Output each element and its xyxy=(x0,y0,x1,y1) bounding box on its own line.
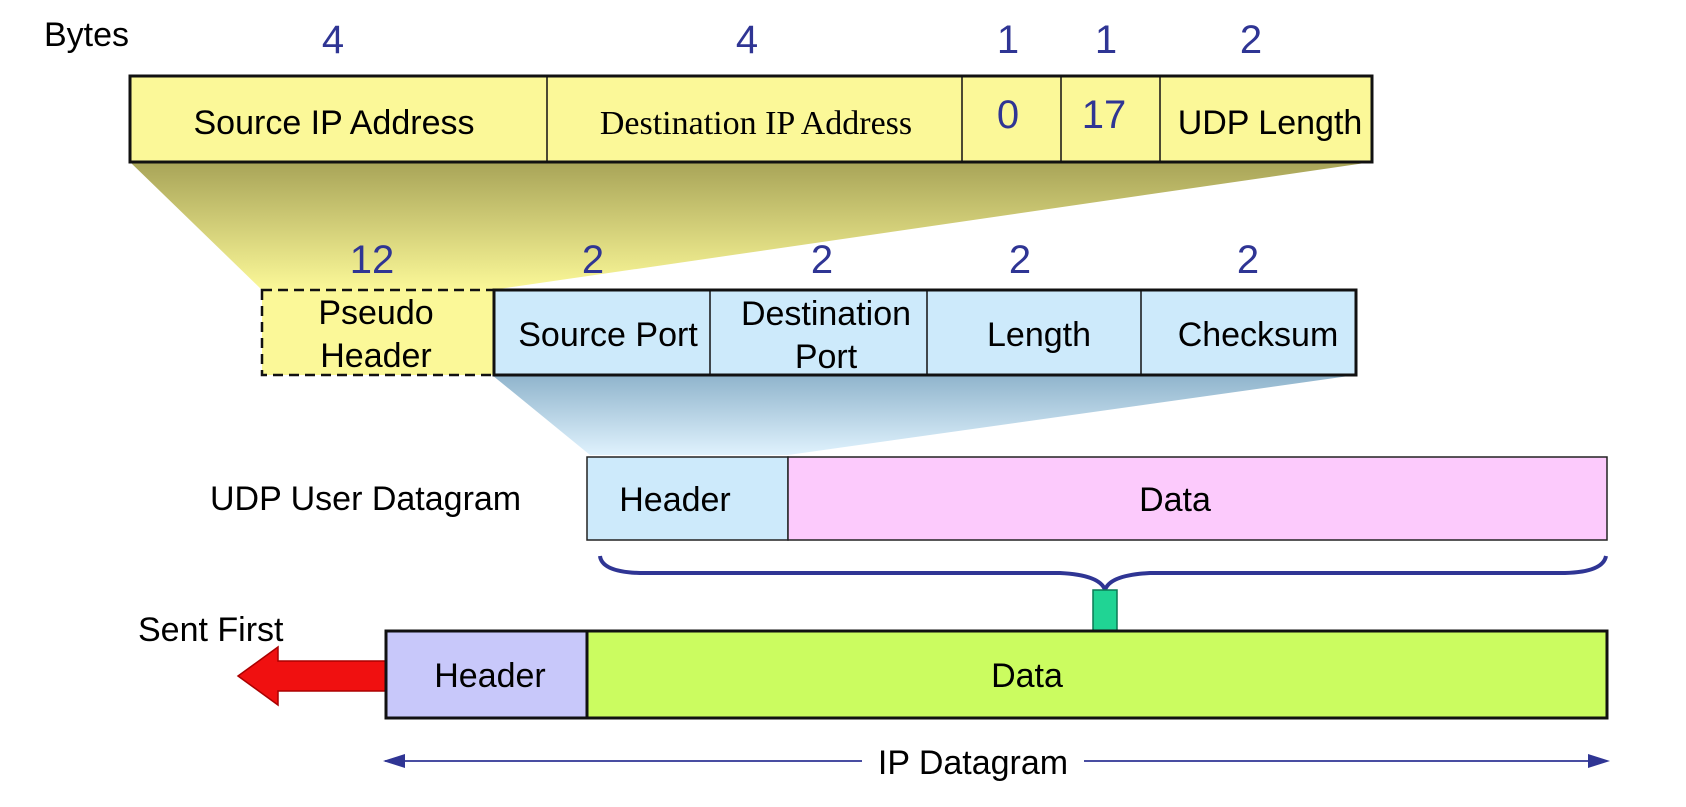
udp-datagram-data-box xyxy=(787,456,1608,541)
field-destination-ip-address: Destination IP Address xyxy=(600,105,912,142)
udp-user-datagram-label: UDP User Datagram xyxy=(210,480,521,518)
size-zero-field: 1 xyxy=(997,18,1019,62)
ip-datagram-span: IP Datagram xyxy=(383,744,1610,782)
pseudo-header-row: Source IP Address Destination IP Address… xyxy=(128,74,1374,164)
ip-header-text: Header xyxy=(434,657,546,695)
pseudo-header-dashed-box xyxy=(260,288,496,377)
bytes-label: Bytes xyxy=(44,16,129,54)
pseudo-header-projection xyxy=(130,162,1372,290)
sent-first-arrow-icon xyxy=(236,645,387,707)
span-arrowhead-right xyxy=(1588,754,1610,768)
field-protocol: 17 xyxy=(1082,93,1127,137)
udp-user-datagram: UDP User Datagram Header Data xyxy=(210,456,1608,541)
curly-brace xyxy=(598,555,1608,597)
field-checksum: Checksum xyxy=(1178,316,1339,354)
ip-datagram-label: IP Datagram xyxy=(878,744,1068,782)
pseudo-header-sizes: 4 4 1 1 2 xyxy=(322,18,1262,62)
size-protocol-field: 1 xyxy=(1095,18,1117,62)
udp-header-box xyxy=(492,288,1358,377)
field-destination-port-line2: Port xyxy=(795,338,858,376)
udp-datagram-header-box xyxy=(586,456,789,541)
size-checksum: 2 xyxy=(1237,238,1259,282)
size-pseudo-header: 12 xyxy=(350,238,395,282)
pseudo-header-box xyxy=(128,74,1374,164)
size-udp-length: 2 xyxy=(1240,18,1262,62)
field-pseudo-header-line2: Header xyxy=(320,337,432,375)
udp-datagram-header-text: Header xyxy=(619,481,731,519)
udp-header-projection xyxy=(492,375,1356,455)
field-zero: 0 xyxy=(997,93,1019,137)
field-destination-port-line1: Destination xyxy=(741,295,911,333)
udp-header-row: Pseudo Header Source Port Destination Po… xyxy=(260,288,1358,377)
udp-datagram-data-text: Data xyxy=(1139,481,1211,519)
size-destination-ip: 4 xyxy=(736,18,758,62)
ip-datagram: Sent First Header Data xyxy=(138,611,1609,720)
field-pseudo-header-line1: Pseudo xyxy=(318,294,433,332)
field-source-ip-address: Source IP Address xyxy=(194,104,475,142)
size-length: 2 xyxy=(1009,238,1031,282)
span-arrowhead-left xyxy=(383,754,405,768)
sent-first-label: Sent First xyxy=(138,611,284,649)
size-source-port: 2 xyxy=(582,238,604,282)
field-source-port: Source Port xyxy=(518,316,698,354)
udp-header-sizes: 12 2 2 2 2 xyxy=(350,238,1259,282)
size-source-ip: 4 xyxy=(322,18,344,62)
field-udp-length: UDP Length xyxy=(1178,104,1363,142)
field-length: Length xyxy=(987,316,1091,354)
size-destination-port: 2 xyxy=(811,238,833,282)
ip-header-box xyxy=(384,629,589,720)
ip-data-box xyxy=(585,629,1609,720)
ip-data-text: Data xyxy=(991,657,1063,695)
